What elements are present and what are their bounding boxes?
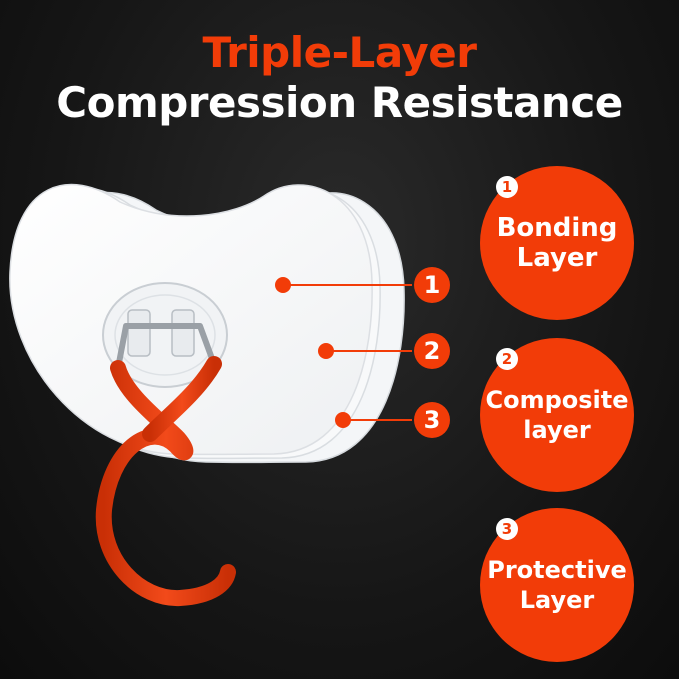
layer-badge-1: 1 <box>496 176 518 198</box>
title-line-1: Triple-Layer <box>202 28 477 77</box>
title-line-2: Compression Resistance <box>56 78 623 127</box>
layer-label-bonding-line2: Layer <box>516 243 598 273</box>
layer-label-protective-line2: Layer <box>519 586 595 614</box>
callout-number-1: 1 <box>414 267 450 303</box>
hook-clip-right <box>171 309 195 357</box>
red-hook-cross <box>142 356 222 442</box>
layer-label-composite-line1: Composite <box>485 386 629 414</box>
red-hook <box>95 360 236 607</box>
layer-badge-2: 2 <box>496 348 518 370</box>
callout-number-2: 2 <box>414 333 450 369</box>
hook-base <box>102 282 228 388</box>
layer-label-protective-line1: Protective <box>487 556 627 584</box>
hook-clip-left <box>127 309 151 357</box>
callout-number-3: 3 <box>414 402 450 438</box>
layer-label-bonding-line1: Bonding <box>496 213 618 243</box>
metal-wire <box>115 323 217 369</box>
layer-label-composite-line2: layer <box>523 416 591 444</box>
layer-badge-3: 3 <box>496 518 518 540</box>
